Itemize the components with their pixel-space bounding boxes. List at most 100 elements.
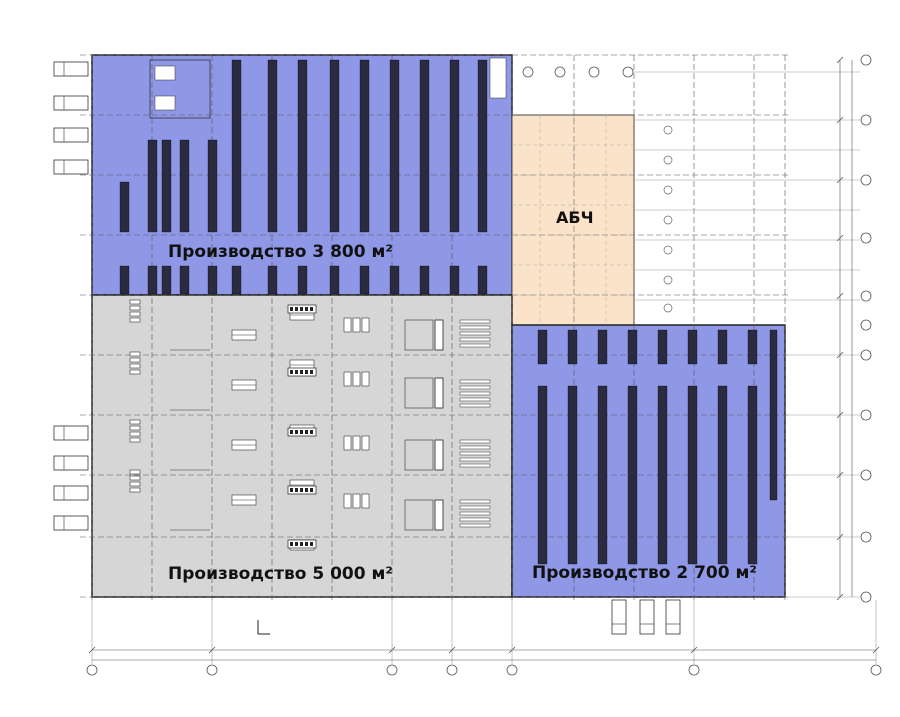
workbench-slot <box>300 307 303 311</box>
machine-bay <box>404 319 434 351</box>
axis-bubble <box>860 114 872 126</box>
workbench-slot <box>295 542 298 546</box>
axis-bubble <box>663 215 673 225</box>
axis-bubble <box>86 664 98 676</box>
dimension-tick <box>88 646 96 654</box>
axis-bubble <box>554 66 566 78</box>
rack <box>627 385 638 565</box>
conveyor <box>459 499 491 504</box>
workbench-slot <box>295 307 298 311</box>
conveyor <box>459 511 491 516</box>
workbench-slot <box>305 542 308 546</box>
machine <box>129 419 141 425</box>
workbench-slot <box>300 370 303 374</box>
dock-truck <box>53 61 89 77</box>
workbench-slot <box>290 370 293 374</box>
dock-truck <box>53 425 89 441</box>
equipment-block <box>154 65 176 81</box>
dimension-tick <box>388 646 396 654</box>
rack <box>537 385 548 565</box>
axis-bubble <box>522 66 534 78</box>
zone-top-label: Производство 3 800 м² <box>168 242 393 262</box>
tool-station <box>352 435 361 451</box>
workbench-slot <box>300 430 303 434</box>
conveyor <box>459 319 491 324</box>
dimension-tick <box>836 533 844 541</box>
conveyor <box>459 403 491 408</box>
conveyor <box>459 505 491 510</box>
rack <box>477 59 488 233</box>
rack <box>747 329 758 365</box>
axis-bubble <box>588 66 600 78</box>
axis-bubble <box>688 664 700 676</box>
rack <box>231 59 242 233</box>
tool-station <box>343 493 352 509</box>
axis-bubble <box>860 591 872 603</box>
tool-station <box>343 435 352 451</box>
rack <box>419 59 430 233</box>
axis-bubble <box>860 54 872 66</box>
tool-station <box>343 371 352 387</box>
rack <box>359 59 370 233</box>
rack <box>419 265 430 295</box>
rack <box>389 265 400 295</box>
dimension-tick <box>836 411 844 419</box>
rack <box>567 329 578 365</box>
rack <box>359 265 370 295</box>
machine <box>129 475 141 481</box>
machine <box>129 351 141 357</box>
tool-station <box>361 317 370 333</box>
axis-bubble <box>663 155 673 165</box>
dimension-tick <box>836 471 844 479</box>
axis-bubble <box>663 303 673 313</box>
rack <box>179 265 190 295</box>
axis-bubble <box>446 664 458 676</box>
zone-abch-area <box>511 114 635 326</box>
rack <box>267 59 278 233</box>
conveyor <box>459 439 491 444</box>
rack <box>597 385 608 565</box>
zone-mid-area <box>91 294 513 598</box>
workbench-slot <box>290 430 293 434</box>
workbench-slot <box>310 307 313 311</box>
rack <box>119 181 130 233</box>
equipment-block <box>489 57 507 99</box>
loading-docks <box>53 61 681 635</box>
dock-truck <box>611 599 627 635</box>
rack <box>449 265 460 295</box>
rack <box>329 265 340 295</box>
tool-station <box>361 435 370 451</box>
workbench-slot <box>295 488 298 492</box>
rack <box>657 329 668 365</box>
machine <box>434 439 444 471</box>
axis-bubble <box>663 125 673 135</box>
conveyor <box>459 463 491 468</box>
machine-bay <box>404 499 434 531</box>
rack <box>567 385 578 565</box>
axis-bubble <box>860 232 872 244</box>
tool-station <box>343 317 352 333</box>
axis-bubble <box>860 469 872 481</box>
machine <box>129 357 141 363</box>
axis-bubble <box>870 664 882 676</box>
dimension-lines <box>88 56 880 661</box>
conveyor <box>459 517 491 522</box>
conveyor <box>459 325 491 330</box>
tool-station <box>361 493 370 509</box>
rack <box>161 265 172 295</box>
dimension-tick <box>508 646 516 654</box>
rack <box>119 265 130 295</box>
equipment-details <box>129 57 507 551</box>
machine <box>434 319 444 351</box>
axis-bubble <box>622 66 634 78</box>
dimension-tick <box>836 56 844 64</box>
axis-bubble <box>860 174 872 186</box>
conveyor <box>459 385 491 390</box>
rack <box>717 329 728 365</box>
conveyor <box>459 337 491 342</box>
dimension-tick <box>208 646 216 654</box>
axis-bubble <box>860 531 872 543</box>
dock-truck <box>53 455 89 471</box>
